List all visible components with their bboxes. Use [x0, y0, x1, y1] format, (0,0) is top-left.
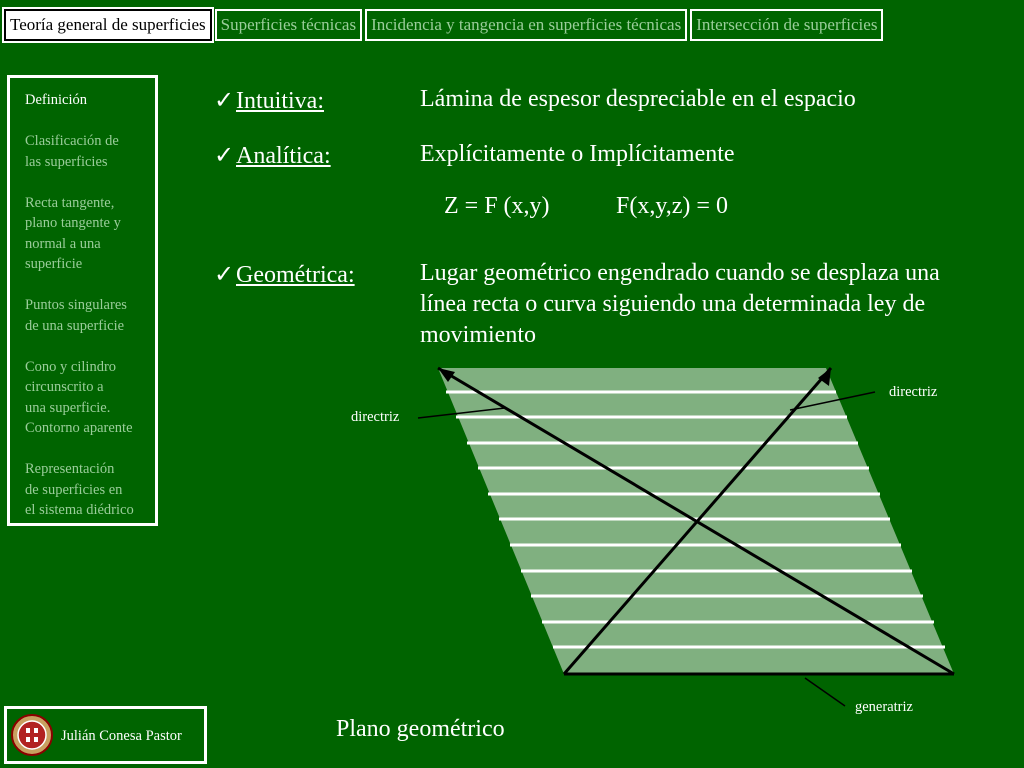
top-tabs: Teoría general de superficies Superficie… — [4, 9, 886, 43]
university-seal-icon — [11, 714, 53, 756]
checkmark-icon: ✓ — [214, 88, 235, 114]
tab-incidencia-tangencia[interactable]: Incidencia y tangencia en superficies té… — [365, 9, 688, 41]
checkmark-icon: ✓ — [214, 143, 235, 169]
sidebar-item-clasificacion[interactable]: Clasificación de las superficies — [25, 133, 119, 170]
checkmark-icon: ✓ — [214, 262, 235, 288]
tab-interseccion[interactable]: Intersección de superficies — [690, 9, 884, 41]
sidebar-item-representacion[interactable]: Representación de superficies en el sist… — [25, 461, 134, 518]
desc-geometrica: Lugar geométrico engendrado cuando se de… — [420, 260, 940, 348]
sidebar-nav: Definición Clasificación de las superfic… — [7, 75, 158, 526]
definition-geometrica: ✓Geométrica: — [214, 260, 355, 289]
label-directriz-left: directriz — [351, 409, 400, 425]
leader-line-directriz-left — [417, 407, 506, 419]
desc-analitica: Explícitamente o Implícitamente — [420, 141, 735, 167]
label-generatriz: generatriz — [855, 699, 913, 715]
arrowhead-icon — [818, 368, 831, 386]
formula-explicit: Z = F (x,y) — [444, 193, 550, 219]
term-intuitiva: Intuitiva: — [236, 88, 324, 114]
sidebar-item-recta-tangente[interactable]: Recta tangente, plano tangente y normal … — [25, 194, 121, 273]
tab-teoria-general[interactable]: Teoría general de superficies — [4, 9, 212, 41]
generatrix-lines — [446, 390, 945, 649]
term-analitica: Analítica: — [236, 143, 331, 169]
tab-superficies-tecnicas[interactable]: Superficies técnicas — [214, 9, 363, 41]
label-directriz-right: directriz — [889, 384, 938, 400]
desc-intuitiva: Lámina de espesor despreciable en el esp… — [420, 86, 856, 112]
definition-analitica: ✓Analítica: — [214, 141, 331, 170]
diagonal-line-b — [562, 367, 833, 675]
diagram-caption: Plano geométrico — [336, 716, 505, 742]
leader-line-directriz-right — [789, 391, 876, 411]
sidebar-item-cono-cilindro[interactable]: Cono y cilindro circunscrito a una super… — [25, 358, 133, 437]
arrowhead-icon — [438, 368, 455, 382]
formula-implicit: F(x,y,z) = 0 — [616, 193, 728, 219]
author-footer: Julián Conesa Pastor — [4, 706, 207, 764]
sidebar-item-puntos-singulares[interactable]: Puntos singulares de una superficie — [25, 297, 127, 334]
term-geometrica: Geométrica: — [236, 262, 355, 288]
leader-line-generatriz — [804, 677, 846, 707]
definition-intuitiva: ✓Intuitiva: — [214, 86, 324, 115]
sidebar-item-definicion[interactable]: Definición — [25, 92, 88, 108]
author-name: Julián Conesa Pastor — [61, 728, 182, 744]
